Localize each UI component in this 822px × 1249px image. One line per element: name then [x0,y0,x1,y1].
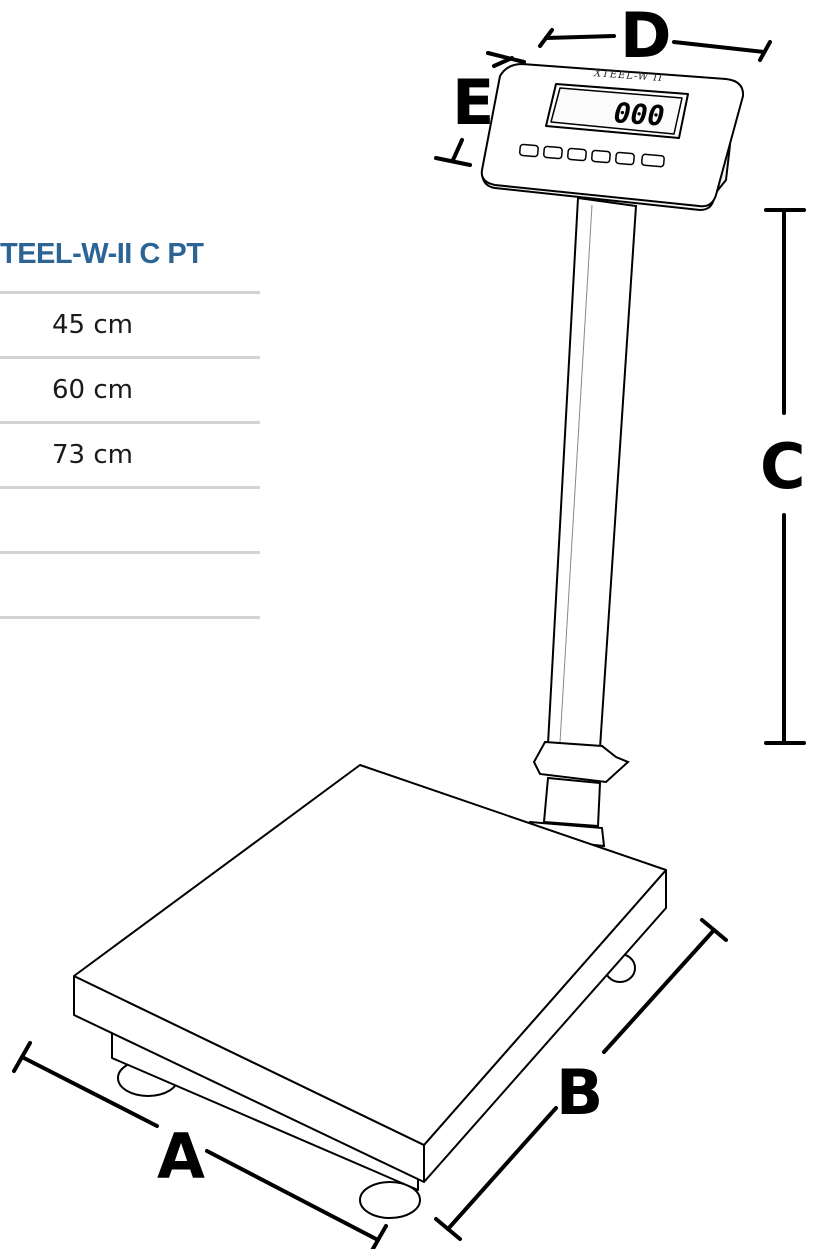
lcd-reading: 000 [613,96,666,132]
spec-row-d [0,486,260,553]
spec-table: 45 cm 60 cm 73 cm [0,291,260,619]
dim-line-d [672,40,766,54]
spec-row-e [0,551,260,619]
key-button [519,143,539,158]
dim-tick-d [758,40,772,62]
dim-label-a: A [157,1120,205,1193]
dim-label-c: C [760,430,806,503]
dim-label-d: D [620,0,671,72]
dim-tick-b [700,918,728,942]
indicator-head: 000 XTEEL-W II [480,63,745,211]
spec-value: 73 cm [0,421,260,488]
column-highlight [559,204,593,743]
column-clamp-base [542,776,602,828]
key-button [641,153,665,168]
platform-foot [359,1181,421,1219]
platform-top-surface [73,764,667,1146]
dim-line-a [205,1149,380,1242]
spec-table-title: TEEL-W-II C PT [0,238,204,270]
indicator-keypad [519,143,665,168]
scale-column [526,196,638,848]
dim-tick-a [370,1224,388,1249]
key-button [591,149,611,164]
dim-line-d [544,34,616,40]
indicator-brand: XTEEL-W II [593,68,664,84]
spec-value: 60 cm [0,356,260,423]
lcd-screen [550,87,683,135]
dimension-lines [12,28,806,1249]
dim-tick-b [434,1217,462,1241]
dim-tick-a [12,1041,32,1073]
dim-label-b: B [556,1056,603,1129]
spec-value: 45 cm [0,291,260,358]
scale-platform [73,764,667,1219]
key-button [615,151,635,166]
dim-tick-e [486,51,526,64]
dim-line-e [451,138,464,162]
spec-row-b: 60 cm [0,356,260,423]
dim-tick-e [434,156,472,167]
spec-row-a: 45 cm [0,291,260,358]
dim-line-a [20,1055,159,1128]
dim-tick-d [538,28,554,48]
column-tube [546,196,638,750]
spec-value [0,551,260,619]
key-button [567,147,587,162]
column-clamp [532,740,630,784]
dim-line-b [446,1106,558,1231]
spec-value [0,486,260,553]
key-button [543,145,563,160]
dim-line-b [602,928,716,1054]
spec-row-c: 73 cm [0,421,260,488]
dim-label-e: E [452,66,494,139]
indicator-front-face [480,63,745,208]
